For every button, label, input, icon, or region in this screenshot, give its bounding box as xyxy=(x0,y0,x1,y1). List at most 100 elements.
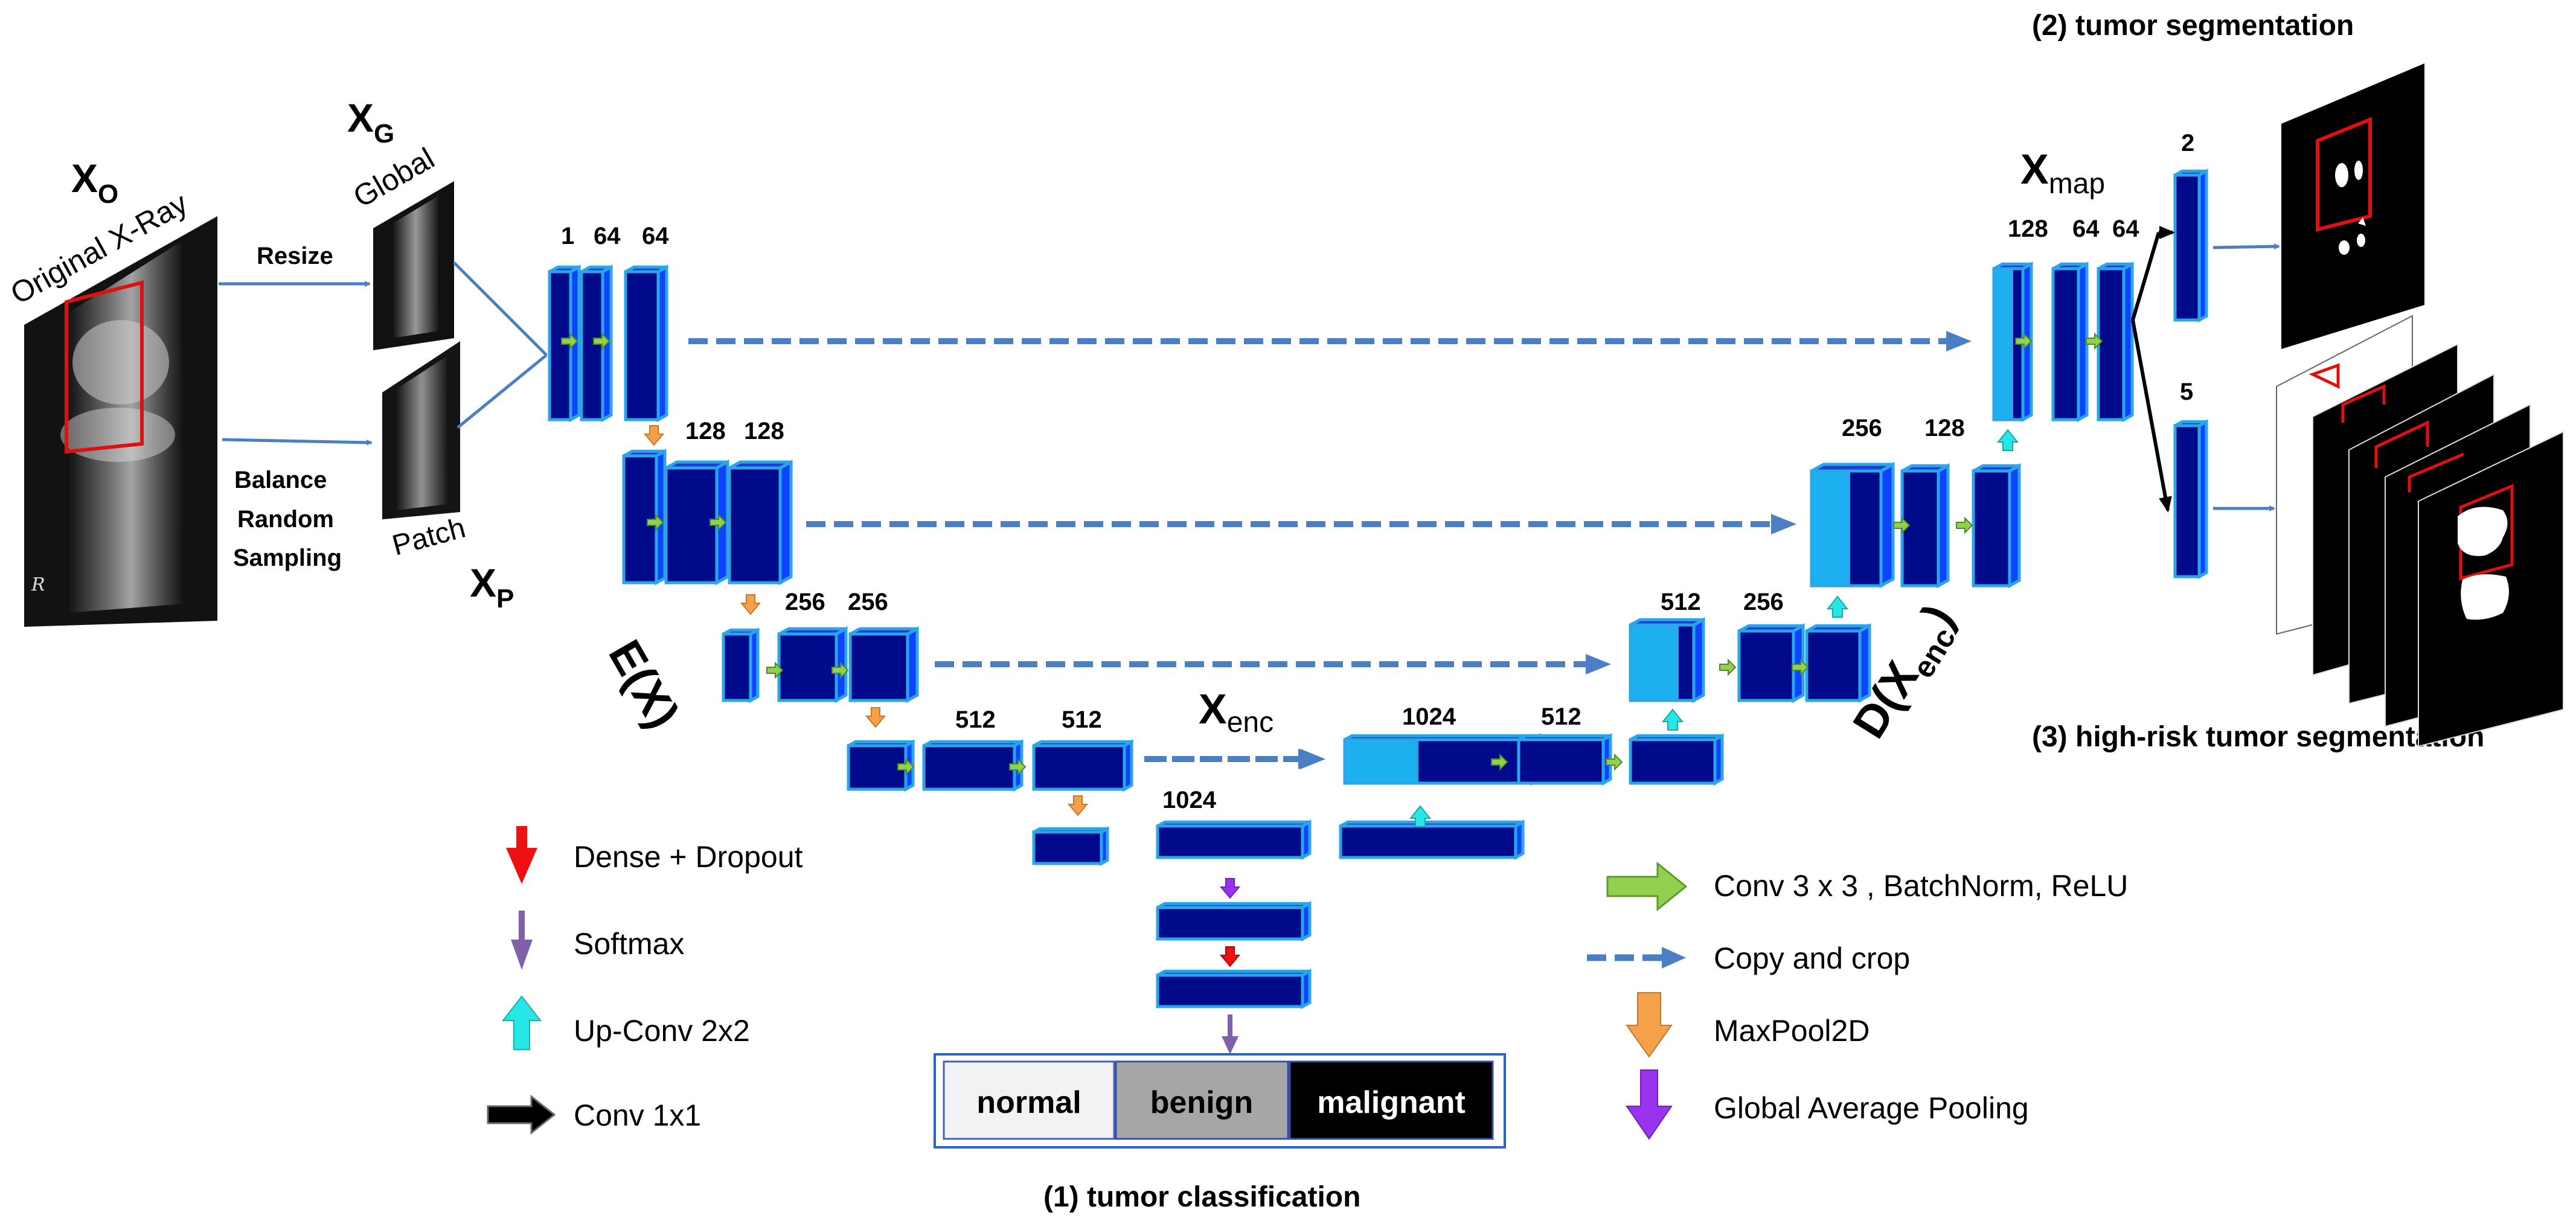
upconv-arrow-3 xyxy=(1826,595,1849,618)
conv3x3-arrow-10 xyxy=(1606,753,1623,771)
legend-left: Dense + Dropout Softmax Up-Conv 2x2 Conv… xyxy=(487,826,803,1135)
segmentation-title: (2) tumor segmentation xyxy=(2032,10,2354,42)
dense-block-3 xyxy=(1156,969,1312,1010)
skip-connection-3 xyxy=(935,654,1611,674)
legend-upconv: Up-Conv 2x2 xyxy=(574,1014,750,1048)
dec2-block-c xyxy=(1972,463,2021,589)
class-benign: benign xyxy=(1150,1085,1253,1120)
enc1-ch-b: 64 xyxy=(594,223,621,249)
enc2-ch-b: 128 xyxy=(744,418,784,444)
xg-label: XG xyxy=(347,95,394,149)
segmentation-output: (2) tumor segmentation xyxy=(2032,10,2424,349)
enc1-ch-a: 1 xyxy=(561,223,574,249)
dec4-upbase-block xyxy=(1339,819,1525,860)
high-risk-mask-stack xyxy=(2276,315,2564,748)
flow-arrows xyxy=(561,226,2175,1054)
classification-title: (1) tumor classification xyxy=(1043,1181,1360,1213)
dec3-ch-a: 512 xyxy=(1661,589,1701,615)
conv3x3-arrow-12 xyxy=(1792,658,1809,676)
legend-conv3x3: Conv 3 x 3 , BatchNorm, ReLU xyxy=(1714,869,2128,903)
conv3x3-arrow-5 xyxy=(766,661,784,679)
legend-conv1x1: Conv 1x1 xyxy=(574,1098,701,1132)
xo-label: XO xyxy=(71,156,118,209)
dec4-ch-b: 512 xyxy=(1541,703,1581,730)
enc2-block-a xyxy=(622,449,667,586)
maxpool-arrow-1 xyxy=(643,425,665,446)
legend-dense-dropout: Dense + Dropout xyxy=(574,840,803,874)
purple-thin-arrow-icon xyxy=(511,911,533,970)
legend-right: Conv 3 x 3 , BatchNorm, ReLU Copy and cr… xyxy=(1587,861,2128,1140)
sampling-line-3: Sampling xyxy=(233,545,342,571)
upconv-arrow-4 xyxy=(1996,429,2019,451)
gap-arrow xyxy=(1219,878,1241,899)
seg-head-block xyxy=(2173,168,2208,323)
conv3x3-arrow-1 xyxy=(561,332,578,350)
maxpool-arrow-3 xyxy=(865,707,886,728)
enc3-block-c xyxy=(848,626,919,703)
dec1-ch-b: 64 xyxy=(2072,216,2100,242)
cyan-arrow-icon xyxy=(501,995,542,1050)
xray-r-marker: R xyxy=(31,574,45,595)
conv3x3-arrow-9 xyxy=(1491,753,1508,771)
dec2-ch-b: 128 xyxy=(1924,415,1965,441)
conv3x3-arrow-13 xyxy=(1893,516,1911,534)
enc2-block-c xyxy=(728,459,793,586)
dense-block-1024 xyxy=(1156,819,1312,860)
dec4-block-a xyxy=(1343,733,1541,786)
enc3-block-b xyxy=(777,626,848,703)
global-image xyxy=(373,181,454,350)
enc4-ch-b: 512 xyxy=(1062,707,1102,733)
enc1-block-a xyxy=(548,264,581,423)
softmax-arrow xyxy=(1222,1014,1238,1054)
dec3-block-c xyxy=(1805,623,1871,703)
upconv-arrow-2 xyxy=(1661,708,1684,731)
dashed-arrow-icon xyxy=(1587,947,1686,969)
conv3x3-arrow-16 xyxy=(2086,332,2103,350)
dec3-ch-b: 256 xyxy=(1743,589,1784,615)
dec2-ch-a: 256 xyxy=(1842,415,1882,441)
sampling-line-2: Random xyxy=(237,506,334,533)
resize-label: Resize xyxy=(257,243,333,269)
dec2-block-b xyxy=(1900,463,1950,589)
patch-image xyxy=(382,341,460,519)
encoder-label: E(X) xyxy=(598,632,689,737)
enc2-block-b xyxy=(664,459,729,586)
maxpool-arrow-2 xyxy=(740,594,761,615)
red-arrow-icon xyxy=(506,826,537,884)
dec1-ch-c: 64 xyxy=(2112,216,2139,242)
skip-connection-1 xyxy=(688,331,1972,351)
xenc-arrow xyxy=(1144,749,1325,769)
dense-ch: 1024 xyxy=(1162,787,1217,813)
risk-head-block xyxy=(2173,419,2208,580)
high-risk-output: (3) high-risk tumor segmentation xyxy=(2032,315,2564,753)
class-normal-cell xyxy=(943,1060,1115,1140)
conv3x3-arrow-2 xyxy=(593,332,610,350)
enc2-ch-a: 128 xyxy=(685,418,726,444)
skip-connection-2 xyxy=(806,514,1796,534)
enc3-ch-b: 256 xyxy=(848,589,888,615)
legend-gap: Global Average Pooling xyxy=(1714,1091,2029,1125)
class-benign-cell xyxy=(1115,1060,1289,1140)
class-normal: normal xyxy=(976,1085,1081,1120)
high-risk-title: (3) high-risk tumor segmentation xyxy=(2032,721,2484,753)
legend-softmax: Softmax xyxy=(574,927,684,961)
xp-label: XP xyxy=(470,560,514,614)
risk-ch: 5 xyxy=(2180,379,2193,405)
input-section: XO Original X-Ray R Resize Balance Rando… xyxy=(5,95,548,627)
black-arrow-icon xyxy=(487,1094,556,1135)
dense-dropout-arrow xyxy=(1219,946,1241,967)
patch-caption: Patch xyxy=(389,512,469,562)
conv3x3-arrow-6 xyxy=(831,661,849,679)
conv3x3-arrow-14 xyxy=(1956,516,1973,534)
xmap-label: Xmap xyxy=(2020,146,2105,200)
enc4-block-b xyxy=(922,739,1024,792)
conv3x3-arrow-15 xyxy=(2015,332,2033,350)
classification-output: normal benign malignant (1) tumor classi… xyxy=(934,1053,1506,1213)
dec2-block-a xyxy=(1810,461,1895,589)
enc1-block-b xyxy=(580,264,613,423)
dec3-block-b xyxy=(1737,623,1805,703)
dec1-block-b xyxy=(2051,261,2089,423)
dec4-ch-a: 1024 xyxy=(1402,703,1456,730)
channel-labels: 1 64 64 128 128 256 256 512 512 1024 102… xyxy=(561,130,2194,813)
